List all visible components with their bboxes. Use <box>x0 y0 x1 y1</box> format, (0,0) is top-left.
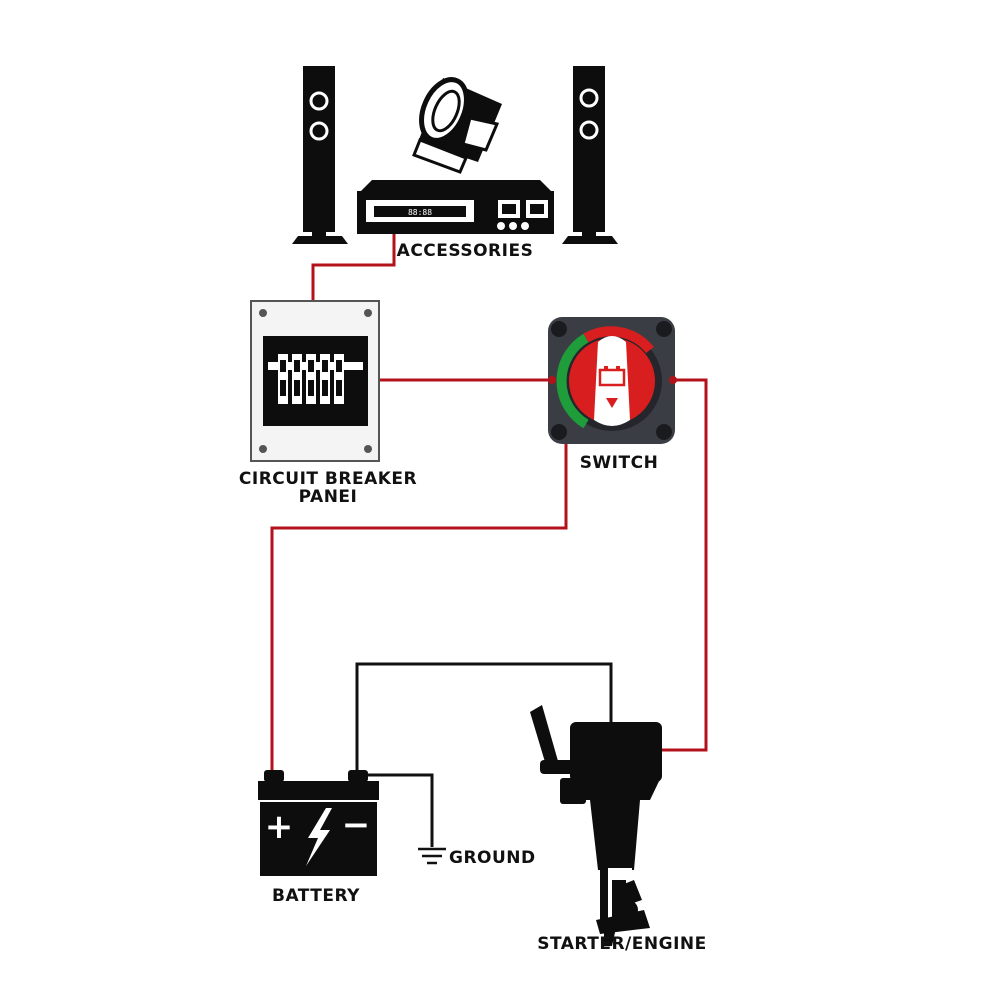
label-starter-engine: STARTER/ENGINE <box>537 934 707 954</box>
spotlight-icon <box>412 77 502 174</box>
lightning-bolt-icon <box>306 808 332 866</box>
battery-icon: + − <box>258 770 379 876</box>
stereo-receiver-icon: 88:88 <box>357 180 554 234</box>
battery-disconnect-switch-icon <box>548 317 675 444</box>
wire-switch-to-battery <box>270 440 568 770</box>
label-circuit-breaker-line2: PANEI <box>298 487 358 507</box>
wires <box>270 232 708 847</box>
tower-speaker-left-icon <box>292 66 348 244</box>
label-battery: BATTERY <box>272 886 360 906</box>
switch-input-terminal <box>548 376 556 384</box>
tower-speaker-right-icon <box>562 66 618 244</box>
ground-symbol-icon <box>418 847 446 865</box>
label-circuit-breaker-line1: CIRCUIT BREAKER <box>238 469 418 489</box>
battery-negative-sign: − <box>342 805 371 845</box>
wire-accessories-to-breaker <box>311 232 396 303</box>
wire-switch-to-engine <box>660 378 708 752</box>
wire-battery-to-ground <box>360 773 434 847</box>
label-ground: GROUND <box>449 848 536 868</box>
wire-battery-to-engine <box>355 662 613 770</box>
label-switch: SWITCH <box>579 453 659 473</box>
stereo-display-text: 88:88 <box>408 208 432 217</box>
circuit-breaker-panel-icon <box>250 300 380 462</box>
battery-positive-sign: + <box>265 807 294 847</box>
label-accessories: ACCESSORIES <box>396 241 534 261</box>
switch-output-terminal <box>669 376 677 384</box>
outboard-motor-icon <box>530 705 662 946</box>
